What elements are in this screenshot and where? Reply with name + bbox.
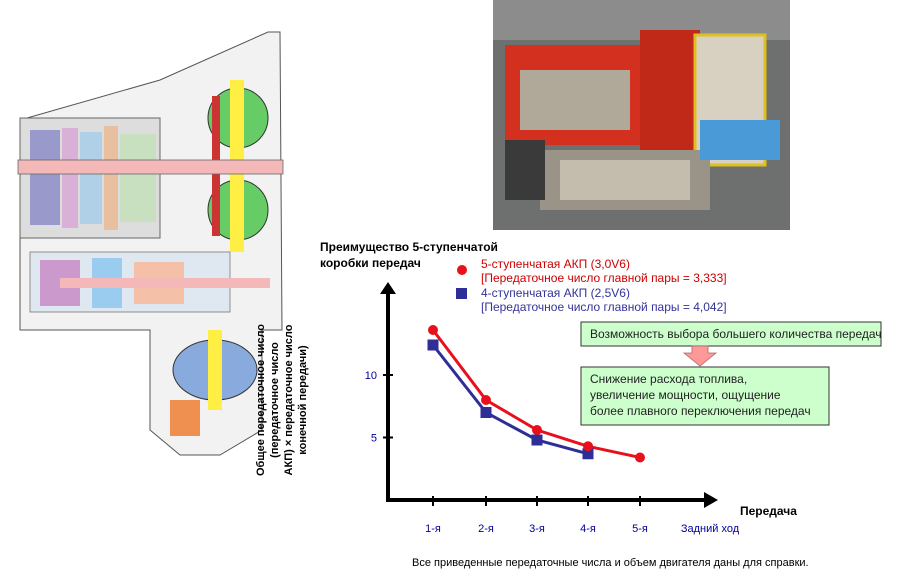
legend-note-5speed: [Передаточное число главной пары = 3,333… (481, 271, 727, 285)
legend-marker-5speed (457, 265, 467, 275)
data-point-5speed (481, 395, 491, 405)
y-tick-label: 5 (371, 433, 377, 445)
legend-marker-4speed (456, 288, 467, 299)
data-point-4speed (582, 448, 594, 460)
chart-title-line: Преимущество 5-ступенчатой (320, 240, 498, 254)
x-tick-label: 3-я (529, 523, 545, 535)
y-axis-label-line: Общее передаточное число (255, 324, 267, 476)
data-point-4speed (427, 339, 439, 351)
down-arrow-icon (682, 345, 718, 367)
data-point-5speed (635, 452, 645, 463)
transmission-cutaway-photo (493, 0, 790, 230)
legend-label-4speed: 4-ступенчатая АКП (2,5V6) (481, 286, 630, 300)
benefit-box-gears-text: Возможность выбора большего количества п… (590, 327, 882, 341)
data-point-5speed (532, 425, 542, 435)
x-tick-label: 5-я (632, 523, 648, 535)
chart-title-line: коробки передач (320, 256, 421, 270)
x-tick-label: 4-я (580, 523, 596, 535)
x-tick-label: 1-я (425, 523, 441, 535)
y-axis-label-line: (передаточное число (269, 342, 281, 458)
y-ticks: 10 5 (365, 370, 393, 445)
data-point-4speed (531, 434, 543, 446)
benefit-box-economy-line: более плавного переключения передач (590, 404, 811, 418)
legend-note-4speed: [Передаточное число главной пары = 4,042… (481, 300, 727, 314)
benefit-box-economy (580, 366, 830, 426)
y-axis-arrowhead (380, 282, 396, 294)
benefit-box-economy-line: увеличение мощности, ощущение (590, 388, 781, 402)
x-tick-label: 2-я (478, 523, 494, 535)
series-line-4speed (431, 344, 589, 456)
x-axis-label: Передача (740, 504, 797, 518)
x-tick-label: Задний ход (681, 523, 740, 535)
benefit-box-economy-line: Снижение расхода топлива, (590, 372, 747, 386)
y-tick-label: 10 (365, 370, 377, 382)
chart-series (427, 325, 645, 463)
transmission-cross-section-diagram (17, 31, 284, 456)
x-ticks: 1-я 2-я 3-я 4-я 5-я Задний ход (425, 496, 740, 535)
footnote: Все приведенные передаточные числа и объ… (412, 557, 809, 569)
legend-label-5speed: 5-ступенчатая АКП (3,0V6) (481, 257, 630, 271)
x-axis-arrowhead (704, 492, 718, 508)
y-axis-label-line: АКП) × передаточное число (283, 324, 295, 475)
data-point-5speed (583, 441, 593, 452)
benefit-box-gears (580, 321, 882, 347)
y-axis-label-line: конечной передачи) (297, 345, 309, 455)
data-point-4speed (480, 407, 492, 418)
data-point-5speed (428, 325, 438, 335)
y-axis-label: Общее передаточное число (передаточное ч… (255, 324, 309, 476)
